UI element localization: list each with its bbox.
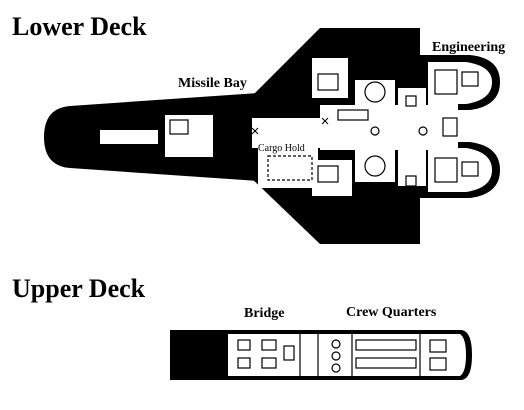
crew-quarters-label: Crew Quarters [346,305,437,320]
door-marks [251,117,329,135]
upper-details [237,334,447,376]
upper-deck-title: Upper Deck [12,274,146,303]
cargo-hold-label: Cargo Hold [258,143,305,154]
lower-deck [44,28,500,244]
upper-floor [228,334,466,376]
lower-deck-title: Lower Deck [12,12,147,41]
bridge-label: Bridge [244,306,284,321]
missile-bay-label: Missile Bay [178,76,247,91]
engineering-label: Engineering [432,40,505,55]
lower-details [169,69,479,187]
lower-floor [100,58,492,196]
upper-deck [170,330,472,380]
